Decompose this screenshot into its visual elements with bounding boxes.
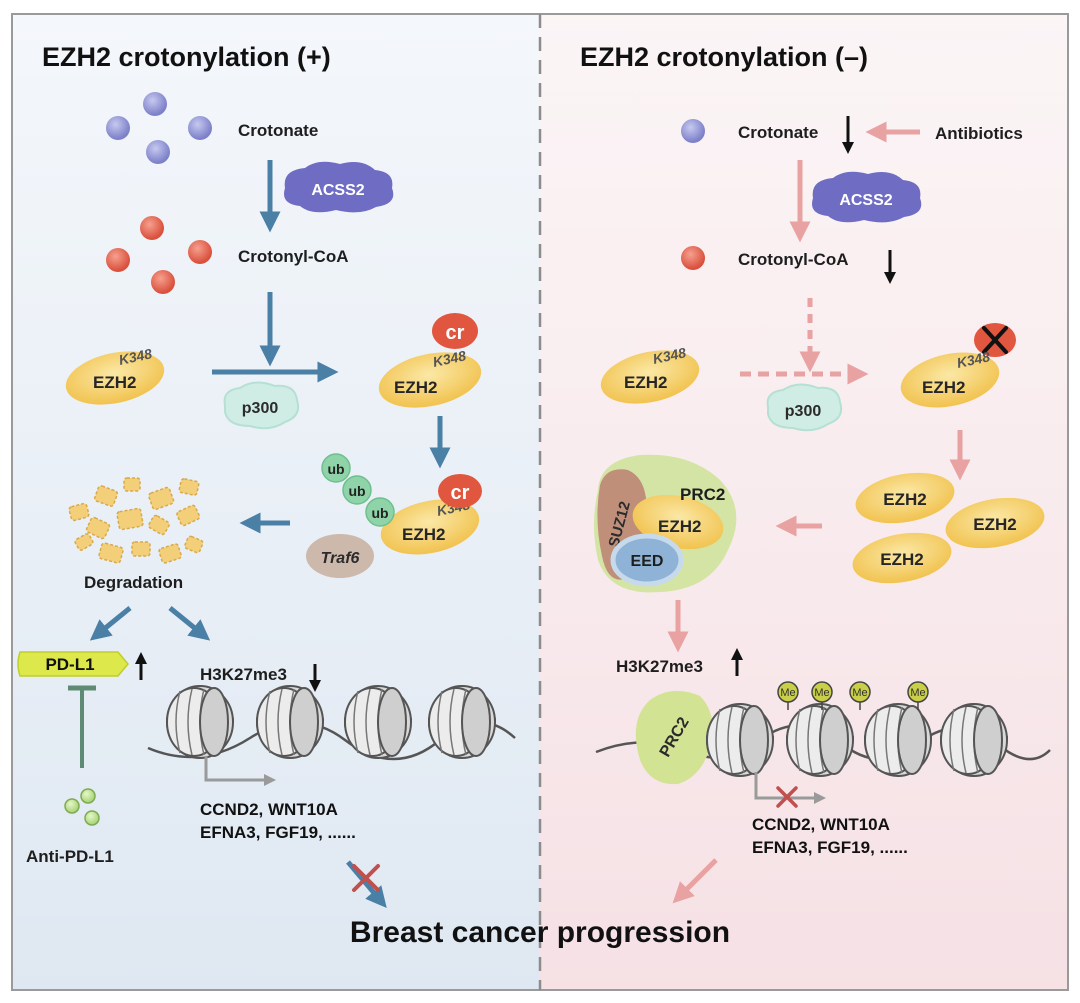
ub-bead-1 [321,453,351,483]
arrow-to-pdl1 [89,606,132,641]
left-cr-label: cr [446,322,465,344]
left-cr-label-2: cr [451,482,470,504]
left-ezh2-cr-label: EZH2 [394,378,437,397]
left-crotonyl-coa-label: Crotonyl-CoA [238,247,348,266]
x-mark-icon [982,326,1008,354]
pdl1-badge: PD-L1 [17,651,129,677]
right-crotonyl-coa-label: Crotonyl-CoA [738,250,848,269]
left-genes-line2: EFNA3, FGF19, ...... [200,823,356,842]
nucleosome-icon [864,703,932,777]
left-ezh2-substrate: EZH2 K348 [65,345,165,405]
right-k348-label: K348 [651,344,687,367]
left-transcription-arrow [204,756,276,786]
eed-label: EED [631,553,664,570]
crotonyl-coa-molecules [106,216,212,294]
antibiotics-label: Antibiotics [935,124,1023,143]
nucleosome-icon [940,703,1008,777]
ub-bead-3 [365,497,395,527]
right-p300-enzyme: p300 [766,383,843,432]
left-p300-label: p300 [242,400,279,417]
free-ezh2-label-1: EZH2 [883,490,926,509]
free-ezh2-label-3: EZH2 [880,550,923,569]
free-ezh2-label-2: EZH2 [973,515,1016,534]
left-ezh2-label: EZH2 [93,373,136,392]
left-genes-line1: CCND2, WNT10A [200,800,338,819]
left-acss2-enzyme: ACSS2 [284,161,394,213]
right-transcription-x-mark-icon [776,786,798,808]
me-label-4: Me [910,687,925,699]
nucleosome-icon [256,685,324,759]
left-cr-mark-2 [438,474,482,508]
nucleosome-icon [166,685,234,759]
left-k348-cr-label: K348 [431,347,467,370]
ub-bead-2 [342,475,372,505]
ub-label-2: ub [348,483,365,499]
anti-pdl1-particles [64,788,100,826]
methyl-marks: Me Me Me Me [777,681,929,710]
left-crotonylated-ezh2: cr EZH2 K348 [378,313,482,408]
right-ezh2-substrate: EZH2 K348 [600,344,700,404]
left-title: EZH2 crotonylation (+) [42,42,331,72]
me-label-3: Me [852,687,867,699]
right-crotonyl-coa-dot [681,246,705,270]
arrow-to-h3k27me3 [168,606,211,641]
traf6-label: Traf6 [321,550,360,567]
left-h3k27me3-label: H3K27me3 [200,665,287,684]
nucleosome-icon [344,685,412,759]
right-p300-label: p300 [785,403,822,420]
right-ezh2-cr-label: EZH2 [922,378,965,397]
traf6-protein [306,534,374,578]
left-acss2-label: ACSS2 [311,182,364,199]
right-arrow-to-progression [672,858,718,904]
right-title: EZH2 crotonylation (–) [580,42,868,72]
crotonate-molecules [106,92,212,164]
right-genes-line1: CCND2, WNT10A [752,815,890,834]
left-p300-enzyme: p300 [223,381,300,430]
right-uncrotonylated-ezh2: EZH2 K348 [900,323,1016,408]
left-ezh2-ub-label: EZH2 [402,525,445,544]
free-ezh2-pool: EZH2 EZH2 EZH2 [852,472,1045,584]
nucleosome-icon [428,685,496,759]
degradation-label: Degradation [84,573,183,592]
me-label-1: Me [780,687,795,699]
left-x-mark-icon [352,864,380,892]
right-acss2-label: ACSS2 [839,192,892,209]
right-crotonate-label: Crotonate [738,123,818,142]
nucleosome-icon [706,703,774,777]
prc2-label: PRC2 [680,485,725,504]
ub-label-1: ub [327,461,344,477]
left-k348-label: K348 [117,345,153,368]
ubiquitinated-ezh2-complex: Traf6 EZH2 K348 cr ub ub ub [306,453,482,578]
pdl1-label: PD-L1 [45,655,94,674]
left-crotonate-label: Crotonate [238,121,318,140]
nucleosome-icon [786,703,854,777]
right-acss2-enzyme: ACSS2 [812,171,922,223]
prc2-complex: SUZ12 EZH2 EED PRC2 [594,454,737,593]
prc2-ezh2-label: EZH2 [658,517,701,536]
right-h3k27me3-label: H3K27me3 [616,657,703,676]
anti-pdl1-label: Anti-PD-L1 [26,847,114,866]
degradation-fragments [68,477,204,564]
ub-label-3: ub [371,505,388,521]
breast-cancer-progression-label: Breast cancer progression [350,916,730,949]
right-transcription-arrow [754,772,826,804]
right-ezh2-label: EZH2 [624,373,667,392]
left-cr-mark [432,313,478,349]
prc2-chromatin-bound: PRC2 [635,690,713,785]
me-label-2: Me [814,687,829,699]
right-crotonate-dot [681,119,705,143]
right-genes-line2: EFNA3, FGF19, ...... [752,838,908,857]
right-k348-cr-label: K348 [955,348,991,371]
